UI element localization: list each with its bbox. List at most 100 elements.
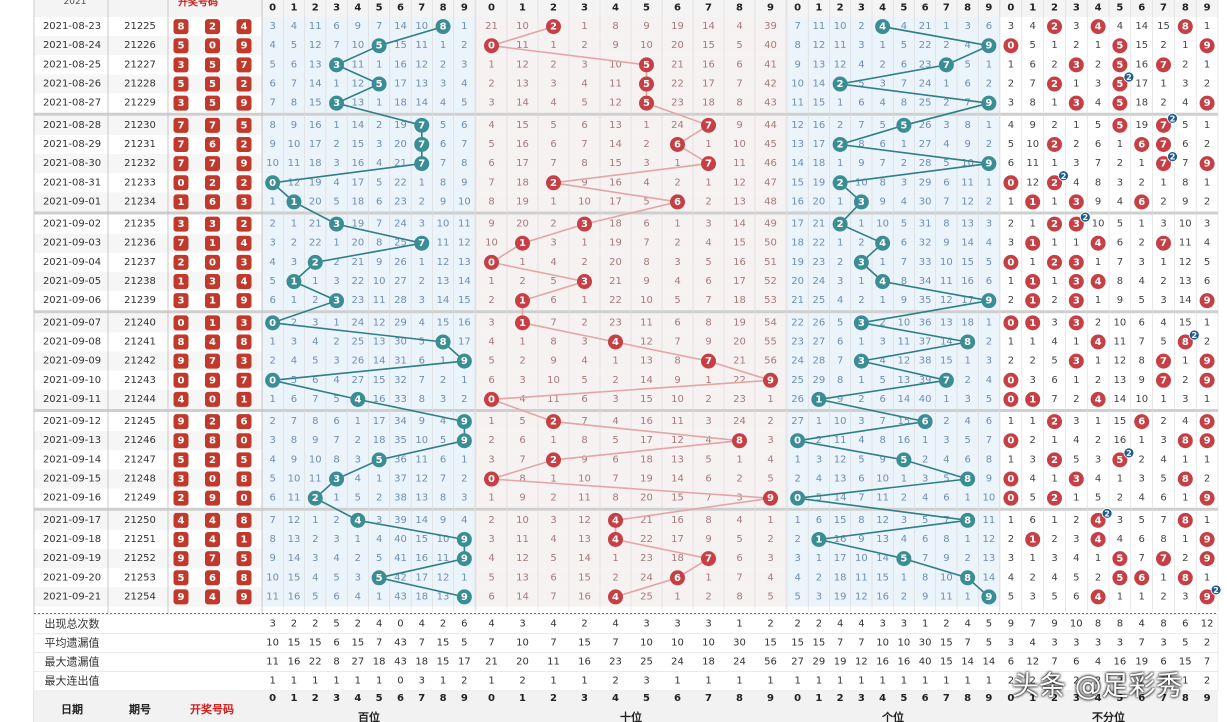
miss-value: 3 bbox=[943, 120, 949, 131]
miss-value: 9 bbox=[1030, 120, 1036, 131]
miss-value: 3 bbox=[1008, 238, 1014, 249]
combined-ball bbox=[1047, 452, 1062, 468]
miss-value: 18 bbox=[351, 196, 364, 207]
combined-ball bbox=[1047, 490, 1062, 506]
miss-value: 2 bbox=[1073, 40, 1079, 51]
header-digit: 3 bbox=[333, 3, 340, 14]
miss-value: 7 bbox=[440, 474, 446, 485]
miss-value: 1 bbox=[440, 40, 446, 51]
miss-value: 1 bbox=[1008, 416, 1014, 427]
miss-value: 4 bbox=[291, 356, 297, 367]
miss-value: 5 bbox=[901, 40, 907, 51]
row-issue: 21243 bbox=[124, 375, 156, 386]
miss-value: 5 bbox=[333, 572, 339, 583]
miss-value: 10 bbox=[640, 295, 653, 306]
miss-value: 16 bbox=[415, 553, 428, 564]
draw-ball-value: 8 bbox=[241, 573, 248, 584]
miss-value: 1 bbox=[816, 416, 822, 427]
miss-value: 5 bbox=[269, 59, 275, 70]
miss-value: 6 bbox=[1095, 139, 1101, 150]
miss-value: 9 bbox=[705, 336, 711, 347]
miss-value: 13 bbox=[516, 572, 529, 583]
miss-value: 2 bbox=[419, 196, 425, 207]
miss-value: 9 bbox=[858, 158, 864, 169]
combined-ball-value: 1 bbox=[1029, 197, 1036, 208]
miss-value: 27 bbox=[791, 416, 804, 427]
miss-value: 14 bbox=[1135, 21, 1148, 32]
miss-value: 6 bbox=[376, 196, 382, 207]
miss-value: 1 bbox=[837, 158, 843, 169]
draw-ball-value: 8 bbox=[241, 337, 248, 348]
stat-value: 1 bbox=[312, 676, 318, 687]
stat-value: 3 bbox=[705, 619, 711, 630]
miss-value: 9 bbox=[612, 40, 618, 51]
miss-value: 6 bbox=[705, 276, 711, 287]
row-date: 2021-09-07 bbox=[43, 317, 101, 328]
combined-ball bbox=[1003, 372, 1019, 388]
miss-value: 16 bbox=[458, 317, 471, 328]
stat-value: 2 bbox=[1008, 676, 1014, 687]
stat-value: 18 bbox=[415, 657, 428, 668]
row-issue: 21231 bbox=[124, 139, 156, 150]
draw-ball bbox=[173, 175, 189, 191]
draw-ball bbox=[205, 235, 220, 251]
miss-value: 3 bbox=[581, 336, 587, 347]
draw-ball bbox=[236, 38, 252, 54]
miss-value: 1 bbox=[1051, 515, 1057, 526]
miss-value: 4 bbox=[461, 515, 467, 526]
miss-value: 20 bbox=[813, 196, 826, 207]
stat-value: 7 bbox=[837, 638, 843, 649]
miss-value: 14 bbox=[898, 394, 911, 405]
miss-value: 12 bbox=[1114, 356, 1127, 367]
miss-value: 5 bbox=[333, 196, 339, 207]
stat-label: 平均遗漏值 bbox=[45, 636, 100, 650]
stat-value: 27 bbox=[351, 657, 364, 668]
draw-ball-value: 9 bbox=[241, 592, 248, 603]
draw-ball-value: 2 bbox=[209, 178, 216, 189]
draw-ball bbox=[173, 76, 189, 92]
miss-value: 7 bbox=[943, 515, 949, 526]
footer-digit: 6 bbox=[1138, 693, 1145, 704]
trend-ball bbox=[938, 57, 954, 73]
trend-ball-value: 8 bbox=[964, 515, 971, 526]
draw-ball bbox=[173, 490, 189, 506]
miss-value: 21 bbox=[733, 356, 746, 367]
miss-value: 40 bbox=[764, 40, 777, 51]
combined-ball-value: 9 bbox=[1204, 554, 1211, 565]
miss-value: 36 bbox=[394, 454, 407, 465]
miss-value: 14 bbox=[791, 158, 804, 169]
row-left-bg bbox=[34, 431, 262, 451]
miss-value: 4 bbox=[901, 534, 907, 545]
draw-ball bbox=[173, 433, 189, 449]
trend-ball-value: 2 bbox=[312, 257, 319, 268]
miss-value: 2 bbox=[1095, 317, 1101, 328]
stat-value: 11 bbox=[266, 657, 279, 668]
combined-ball-value: 9 bbox=[1204, 493, 1211, 504]
miss-value: 6 bbox=[333, 591, 339, 602]
miss-value: 5 bbox=[269, 276, 275, 287]
stat-value: 10 bbox=[702, 638, 715, 649]
trend-ball-value: 5 bbox=[376, 79, 383, 90]
miss-value: 1 bbox=[355, 416, 361, 427]
combined-ball bbox=[1003, 315, 1019, 331]
miss-value: 8 bbox=[986, 454, 992, 465]
stat-value: 15 bbox=[1179, 657, 1192, 668]
trend-ball bbox=[546, 414, 561, 430]
draw-ball-value: 5 bbox=[178, 41, 185, 52]
miss-value: 4 bbox=[943, 139, 949, 150]
trend-ball bbox=[896, 551, 912, 567]
stat-value: 1 bbox=[291, 676, 297, 687]
trend-ball bbox=[981, 156, 997, 172]
miss-value: 1 bbox=[1182, 356, 1188, 367]
miss-value: 37 bbox=[919, 336, 932, 347]
miss-value: 2 bbox=[1008, 79, 1014, 90]
row-left-bg bbox=[34, 587, 262, 607]
footer-digit: 0 bbox=[1007, 693, 1014, 704]
miss-value: 1 bbox=[488, 276, 494, 287]
miss-value: 8 bbox=[612, 21, 618, 32]
row-date: 2021-08-27 bbox=[43, 98, 101, 109]
combined-ball bbox=[1199, 353, 1215, 369]
repeat-badge-value: 2 bbox=[1192, 331, 1198, 340]
trend-ball-value: 9 bbox=[985, 98, 992, 109]
miss-value: 8 bbox=[943, 534, 949, 545]
